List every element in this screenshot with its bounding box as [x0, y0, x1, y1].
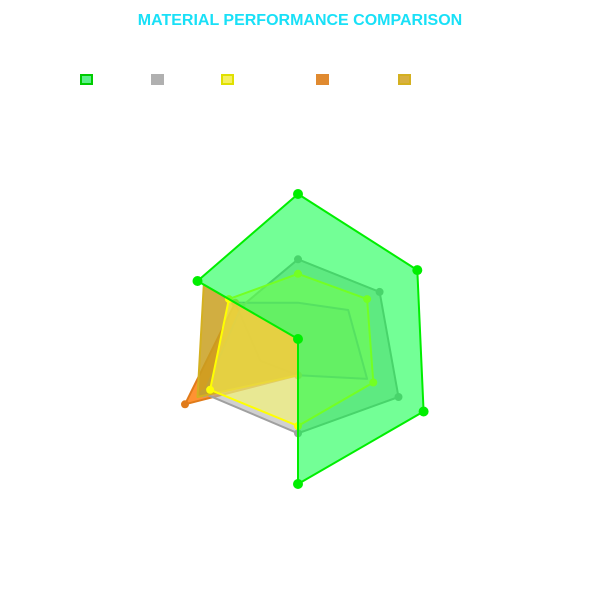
- radar-point[interactable]: [418, 406, 429, 417]
- radar-point[interactable]: [293, 334, 303, 344]
- radar-point[interactable]: [181, 400, 189, 409]
- legend-swatch: [398, 74, 411, 85]
- legend-swatch: [221, 74, 234, 85]
- legend-swatch: [80, 74, 93, 85]
- legend-item[interactable]: [221, 74, 234, 85]
- radar-point[interactable]: [206, 385, 215, 394]
- radar-point[interactable]: [293, 479, 303, 489]
- legend-swatch: [151, 74, 164, 85]
- radar-point[interactable]: [192, 276, 203, 286]
- legend-item[interactable]: [80, 74, 93, 85]
- radar-point[interactable]: [293, 189, 303, 199]
- legend-item[interactable]: [398, 74, 411, 85]
- radar-series[interactable]: [192, 189, 429, 489]
- legend-item[interactable]: [316, 74, 329, 85]
- chart-title: MATERIAL PERFORMANCE COMPARISON: [137, 12, 463, 29]
- legend: [0, 74, 600, 90]
- radar-point[interactable]: [412, 265, 423, 276]
- legend-item[interactable]: [151, 74, 164, 85]
- legend-swatch: [316, 74, 329, 85]
